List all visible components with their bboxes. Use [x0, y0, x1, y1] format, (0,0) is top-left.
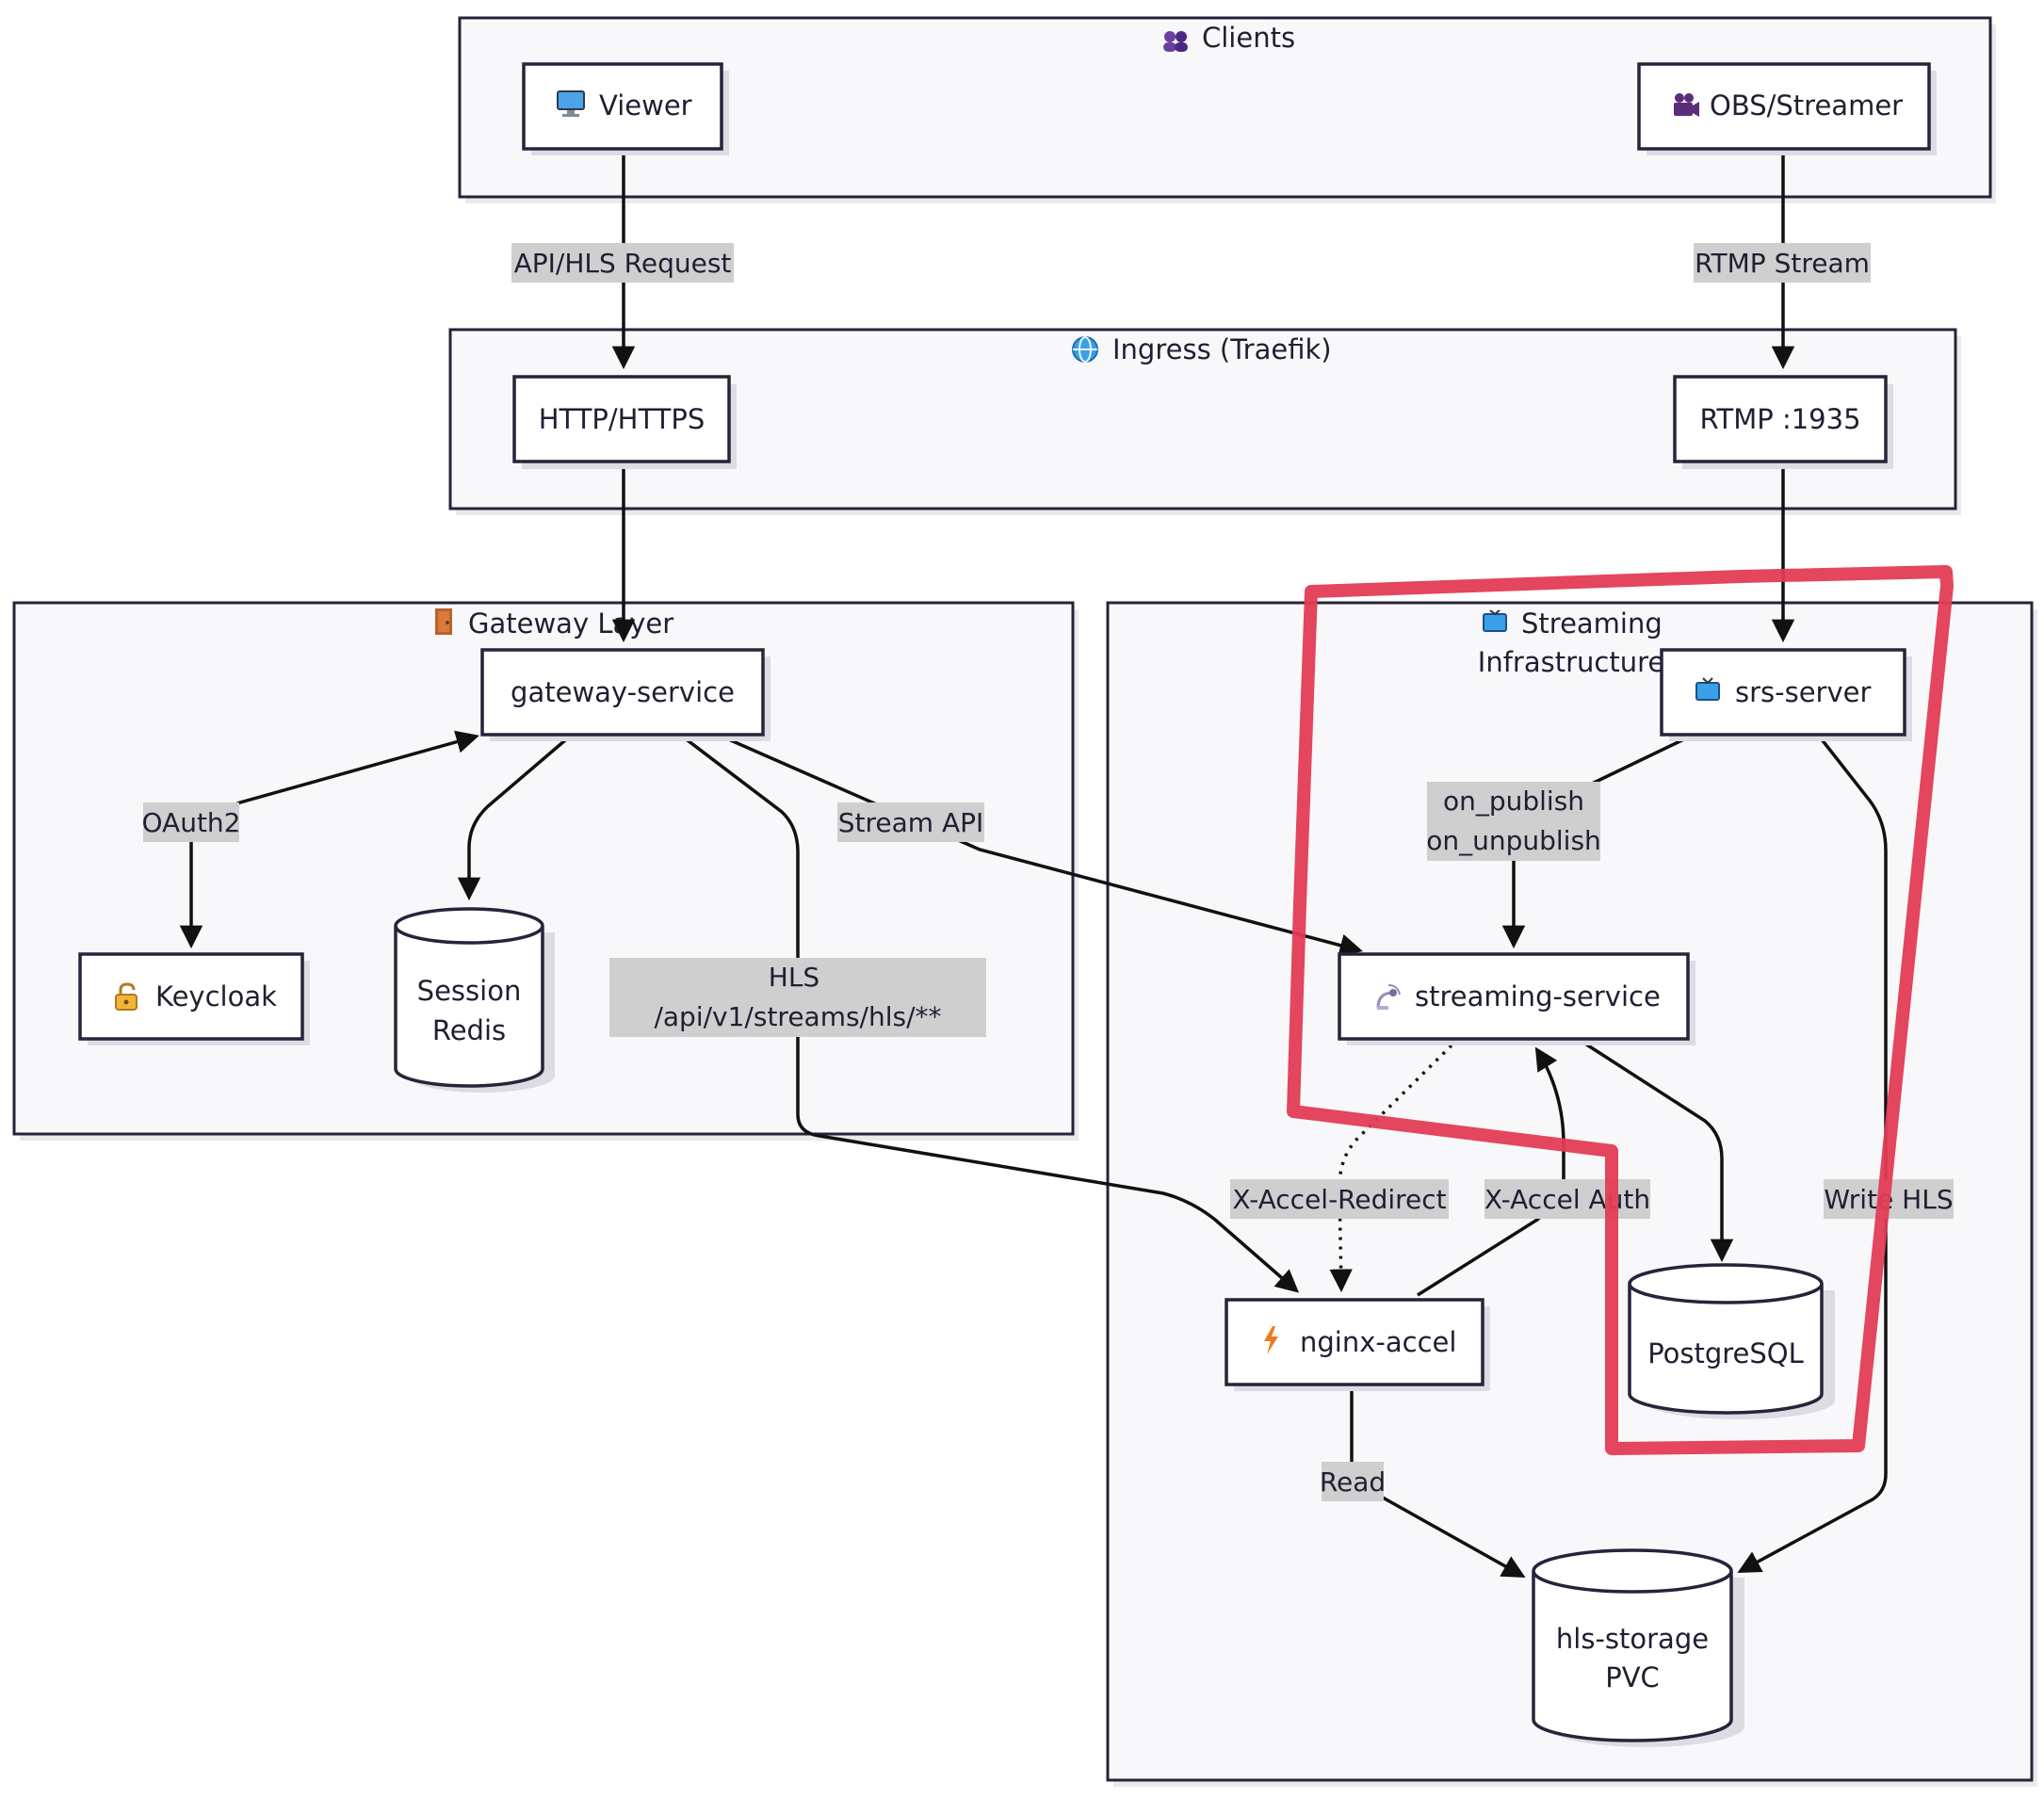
svg-text:on_unpublish: on_unpublish	[1426, 825, 1601, 856]
svg-text:streaming-service: streaming-service	[1415, 980, 1661, 1012]
svg-text:HLS: HLS	[769, 962, 819, 993]
svg-text:Viewer: Viewer	[599, 89, 692, 121]
svg-text:HTTP/HTTPS: HTTP/HTTPS	[539, 403, 706, 435]
node-nginx-accel[interactable]: nginx-accel	[1225, 1298, 1490, 1391]
node-hls-storage-pvc[interactable]: hls-storage PVC	[1532, 1548, 1744, 1747]
svg-text:X-Accel-Redirect: X-Accel-Redirect	[1232, 1184, 1446, 1215]
svg-text:OAuth2: OAuth2	[142, 807, 241, 838]
edge-label-oauth2: OAuth2	[142, 802, 241, 842]
edge-gateway-to-redis	[457, 733, 574, 901]
node-postgresql[interactable]: PostgreSQL	[1628, 1263, 1835, 1419]
cluster-title-clients: Clients	[1202, 22, 1295, 54]
edge-label-x-accel-redirect: X-Accel-Redirect	[1230, 1179, 1449, 1219]
edge-label-on-publish: on_publish on_unpublish	[1426, 782, 1601, 861]
svg-text:OBS/Streamer: OBS/Streamer	[1710, 89, 1903, 121]
edge-label-rtmp-stream: RTMP Stream	[1694, 243, 1871, 283]
edge-gateway-to-nginx-hls	[678, 733, 1300, 1293]
satellite-icon	[1376, 984, 1401, 1010]
svg-text:Keycloak: Keycloak	[155, 980, 277, 1012]
globe-icon	[1072, 336, 1098, 363]
monitor-icon	[557, 90, 585, 117]
video-camera-icon	[1674, 93, 1699, 117]
edge-label-read: Read	[1320, 1462, 1386, 1501]
lock-icon	[115, 982, 138, 1011]
door-icon	[435, 608, 452, 635]
red-annotation-outline	[1287, 565, 1954, 1455]
edge-labels: API/HLS Request RTMP Stream OAuth2 Strea…	[142, 243, 1954, 1501]
node-http-https[interactable]: HTTP/HTTPS	[512, 375, 737, 469]
svg-text:gateway-service: gateway-service	[511, 676, 735, 708]
edge-gateway-to-streaming-service	[717, 733, 1363, 957]
cluster-title-streaming-line2: Infrastructure	[1478, 646, 1664, 678]
cluster-title-gateway: Gateway Layer	[468, 607, 673, 640]
lightning-icon	[1264, 1326, 1278, 1354]
cluster-title-streaming-line1: Streaming	[1521, 607, 1663, 640]
svg-text:PVC: PVC	[1605, 1661, 1660, 1693]
edge-label-x-accel-auth: X-Accel Auth	[1484, 1179, 1650, 1219]
node-rtmp-1935[interactable]: RTMP :1935	[1673, 375, 1893, 469]
svg-text:/api/v1/streams/hls/**: /api/v1/streams/hls/**	[654, 1001, 941, 1032]
svg-text:X-Accel Auth: X-Accel Auth	[1484, 1184, 1650, 1215]
svg-text:on_publish: on_publish	[1443, 786, 1584, 817]
svg-text:Redis: Redis	[432, 1014, 506, 1046]
node-session-redis[interactable]: Session Redis	[394, 907, 555, 1093]
edge-label-hls: HLS /api/v1/streams/hls/**	[609, 958, 986, 1037]
edge-srs-to-streaming-service	[1514, 733, 1695, 945]
node-keycloak[interactable]: Keycloak	[78, 952, 310, 1045]
node-gateway-service[interactable]: gateway-service	[480, 648, 771, 741]
people-icon	[1163, 31, 1188, 52]
node-viewer[interactable]: Viewer	[522, 62, 729, 155]
tv-icon	[1483, 609, 1507, 632]
tv-icon	[1695, 677, 1720, 701]
svg-text:RTMP :1935: RTMP :1935	[1699, 403, 1860, 435]
edge-nginx-to-streaming-auth	[1417, 1046, 1565, 1297]
edge-streaming-to-postgresql	[1577, 1037, 1734, 1263]
svg-text:srs-server: srs-server	[1735, 676, 1871, 708]
node-srs-server[interactable]: srs-server	[1660, 648, 1912, 741]
edge-label-api-hls-request: API/HLS Request	[511, 243, 734, 283]
cluster-title-ingress: Ingress (Traefik)	[1112, 333, 1332, 365]
node-obs-streamer[interactable]: OBS/Streamer	[1637, 62, 1937, 155]
svg-text:API/HLS Request: API/HLS Request	[514, 248, 732, 279]
svg-text:PostgreSQL: PostgreSQL	[1647, 1337, 1804, 1369]
svg-text:hls-storage: hls-storage	[1556, 1623, 1709, 1655]
svg-text:Read: Read	[1320, 1466, 1386, 1498]
edge-streaming-to-nginx-redirect	[1329, 1037, 1460, 1293]
svg-text:nginx-accel: nginx-accel	[1300, 1326, 1456, 1358]
svg-text:Stream API: Stream API	[838, 807, 984, 838]
svg-text:RTMP Stream: RTMP Stream	[1695, 248, 1870, 279]
svg-text:Session: Session	[417, 975, 522, 1007]
node-streaming-service[interactable]: streaming-service	[1338, 952, 1695, 1045]
edge-label-stream-api: Stream API	[837, 802, 984, 842]
